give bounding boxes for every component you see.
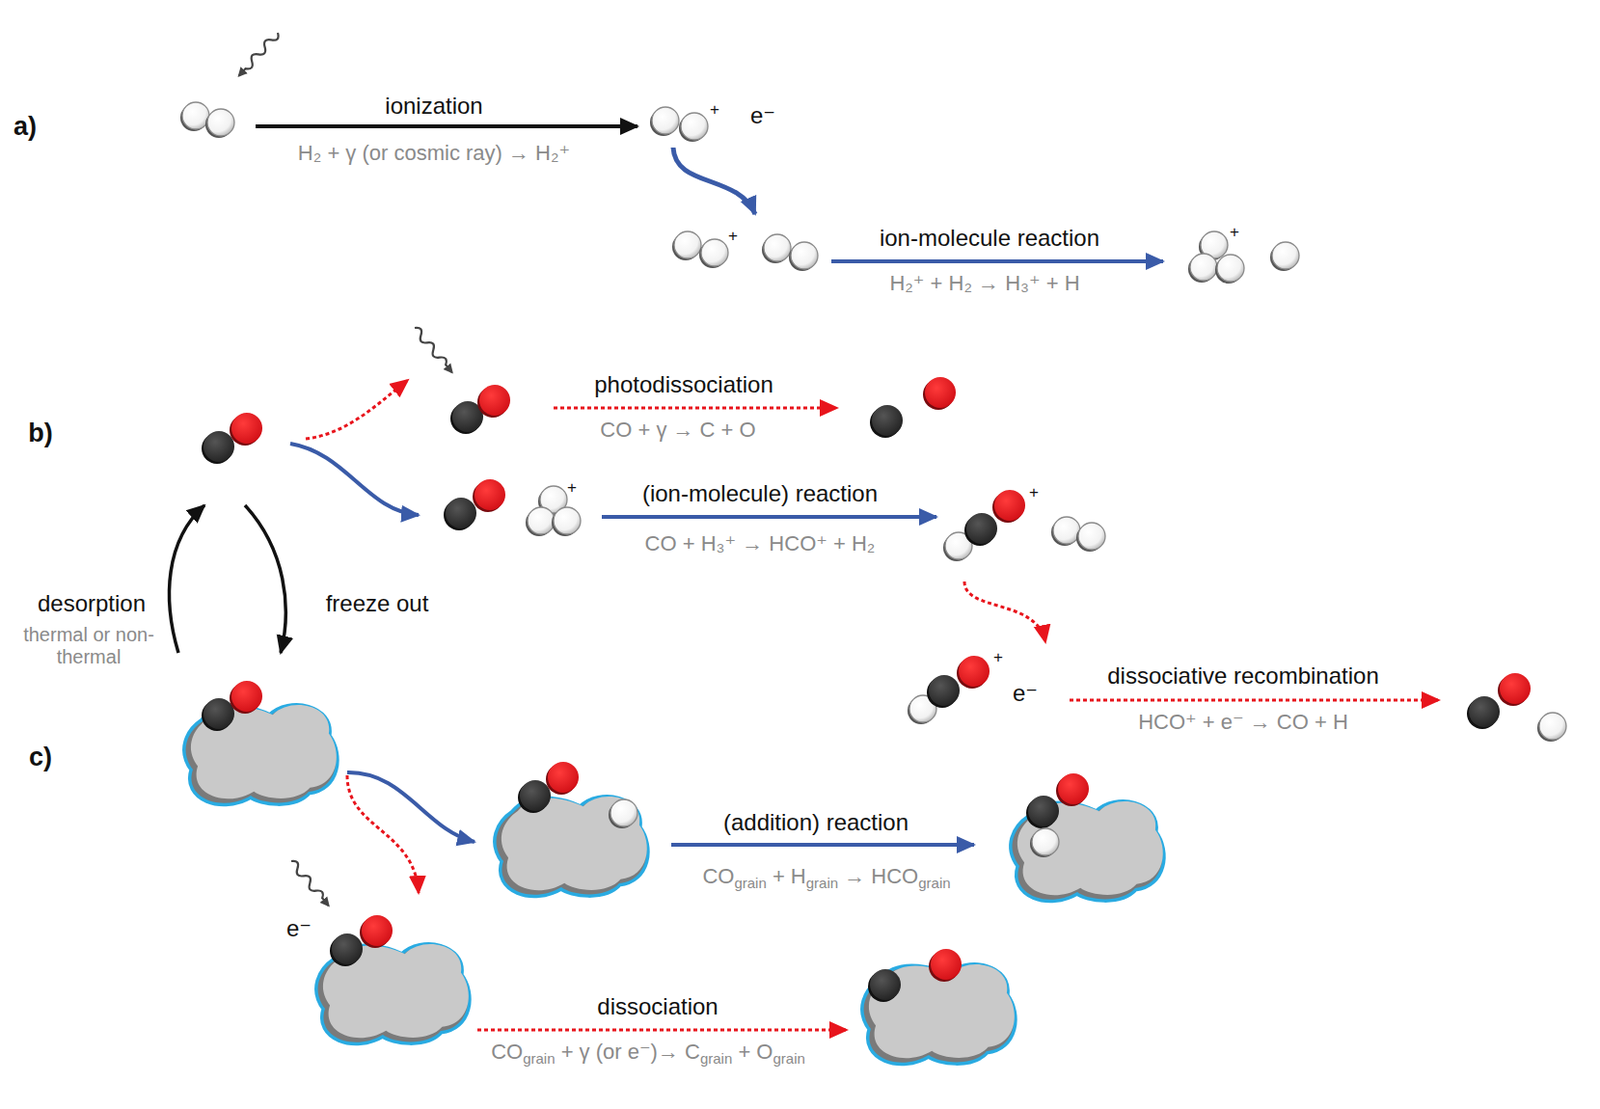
reaction-name: e⁻ [286, 915, 312, 943]
reaction-equation: CO + H₃⁺ → HCO⁺ + H₂ [645, 531, 876, 556]
panel-label: c) [28, 742, 53, 773]
charge-sign: + [728, 226, 738, 246]
subscript-text: grain [733, 874, 766, 892]
reaction-name: photodissociation [594, 371, 773, 399]
equation-text: CO [702, 864, 734, 889]
note-text: thermal or non-thermal [21, 623, 157, 669]
reaction-name: desorption [37, 590, 146, 618]
reaction-name: e⁻ [1012, 679, 1038, 707]
panel-label: a) [13, 111, 37, 142]
equation-text: → HCO [838, 864, 919, 889]
subscript-text: grain [918, 874, 950, 892]
equation-text: + γ (or e⁻)→ C [555, 1039, 701, 1064]
subscript-text: grain [700, 1050, 733, 1067]
reaction-name: dissociative recombination [1107, 662, 1379, 690]
charge-sign: + [567, 478, 577, 498]
equation-text: CO [490, 1039, 523, 1064]
reaction-name: dissociation [596, 993, 718, 1021]
charge-sign: + [709, 100, 720, 120]
reaction-equation: H₂ + γ (or cosmic ray) → H₂⁺ [298, 140, 570, 165]
subscript-text: grain [806, 874, 839, 892]
equation-text: + O [732, 1039, 773, 1064]
reaction-equation: H₂⁺ + H₂ → H₃⁺ + H [889, 271, 1080, 296]
subscript-text: grain [522, 1050, 555, 1067]
equation-text: + H [766, 864, 807, 889]
reaction-equation: HCO⁺ + e⁻ → CO + H [1138, 709, 1349, 734]
reaction-equation: COgrain + Hgrain → HCOgrain [702, 864, 950, 892]
reaction-name: (ion-molecule) reaction [642, 480, 878, 508]
reaction-name: ionization [384, 92, 483, 120]
panel-label: b) [27, 418, 53, 449]
reaction-name: e⁻ [750, 102, 776, 130]
charge-sign: + [993, 648, 1004, 668]
charge-sign: + [1229, 222, 1240, 243]
reaction-equation: COgrain + γ (or e⁻)→ Cgrain + Ograin [490, 1039, 806, 1067]
reaction-equation: CO + γ → C + O [599, 417, 756, 442]
reaction-name: freeze out [325, 590, 430, 618]
reaction-name: ion-molecule reaction [879, 224, 1100, 252]
subscript-text: grain [772, 1050, 805, 1067]
charge-sign: + [1029, 483, 1039, 503]
reaction-name: (addition) reaction [723, 809, 909, 837]
